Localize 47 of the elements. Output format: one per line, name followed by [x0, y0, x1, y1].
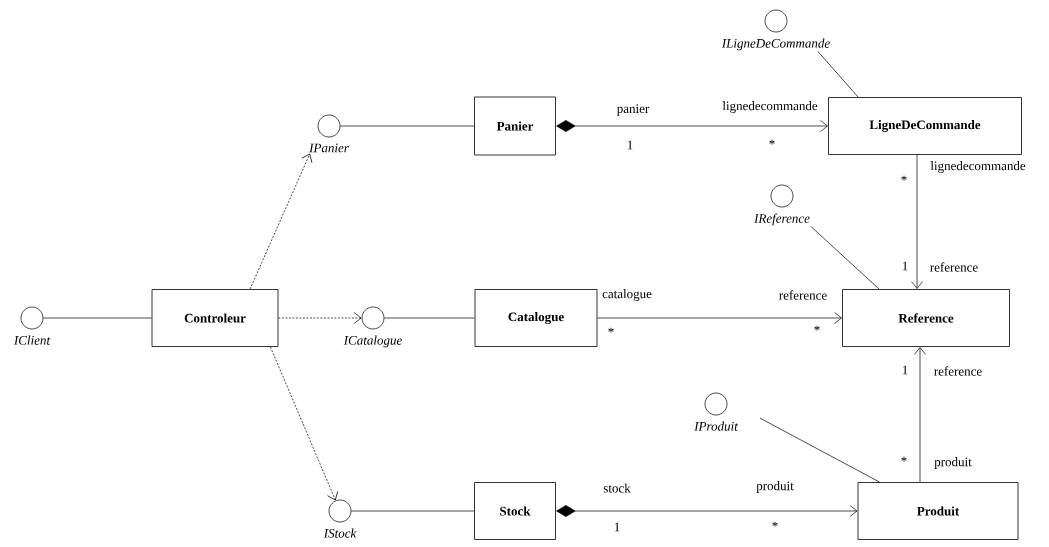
- association-arrow: [914, 347, 926, 483]
- class-box: Stock: [474, 482, 556, 540]
- connector-line: [759, 417, 880, 483]
- association-arrow: [597, 312, 842, 324]
- dependency-arrow: [249, 153, 313, 290]
- role-name: reference: [930, 262, 978, 272]
- multiplicity: *: [772, 521, 778, 527]
- connector-line: [810, 226, 880, 290]
- role-name: reference: [934, 366, 982, 376]
- composition-arrow: [556, 505, 858, 517]
- node-label: IClient: [13, 335, 51, 345]
- role-name: panier: [616, 104, 650, 116]
- role-name: produit: [756, 481, 794, 493]
- role-name: reference: [779, 290, 827, 300]
- connector-line: [384, 317, 475, 319]
- node-label: ICatalogue: [343, 335, 402, 348]
- class-box: Reference: [842, 289, 1010, 347]
- connector-line: [351, 510, 475, 512]
- connector-line: [43, 317, 152, 319]
- multiplicity: 1: [614, 522, 620, 532]
- multiplicity: *: [814, 325, 820, 331]
- dependency-arrow: [278, 312, 362, 324]
- class-box: LigneDeCommande: [828, 97, 1022, 155]
- multiplicity: *: [608, 327, 614, 333]
- role-name: lignedecommande: [930, 161, 1026, 173]
- node-label: IPanier: [309, 143, 349, 153]
- node-label: IProduit: [694, 421, 739, 431]
- multiplicity: 1: [627, 140, 633, 150]
- connector-line: [817, 51, 859, 98]
- multiplicity: *: [769, 139, 775, 145]
- multiplicity: 1: [902, 261, 908, 271]
- multiplicity: *: [901, 175, 907, 181]
- multiplicity: *: [901, 456, 907, 462]
- association-arrow: [911, 154, 923, 289]
- class-box: Produit: [857, 482, 1019, 540]
- node-label: IStock: [323, 528, 357, 538]
- role-name: produit: [934, 457, 972, 469]
- node-label: IReference: [754, 213, 810, 226]
- dependency-arrow: [270, 346, 339, 501]
- connector-line: [340, 125, 475, 127]
- composition-arrow: [556, 120, 828, 132]
- node-label: ILigneDeCommande: [721, 38, 830, 51]
- class-box: Panier: [474, 96, 556, 156]
- role-name: stock: [603, 483, 631, 493]
- class-box: Controleur: [151, 289, 279, 347]
- class-box: Catalogue: [474, 289, 598, 347]
- multiplicity: 1: [902, 365, 908, 375]
